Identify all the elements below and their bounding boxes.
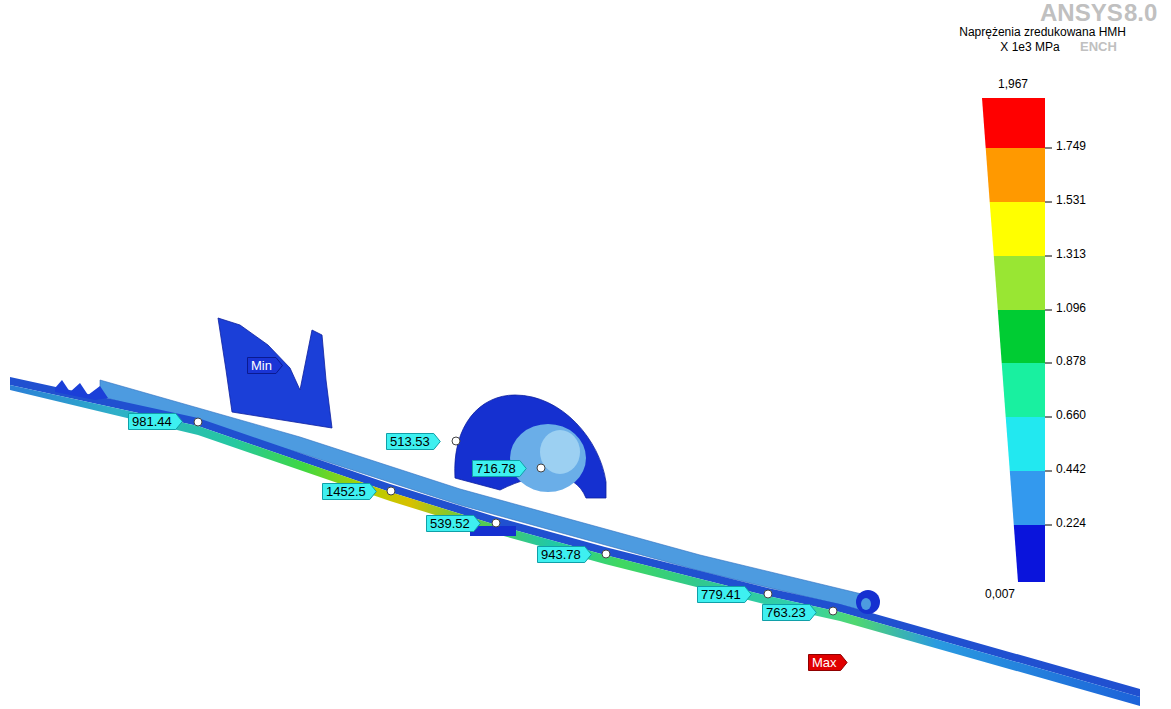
tick [1045, 363, 1052, 364]
probe-callout: 943.78 [537, 546, 592, 563]
scale-value: 0.224 [1056, 517, 1086, 529]
tick [1045, 525, 1052, 526]
callout-outline [763, 604, 817, 620]
probe-callout: 1452.5 [322, 483, 377, 500]
callout-value: 513.53 [390, 434, 430, 449]
unit-label: X 1e3 MPa [1000, 41, 1059, 53]
scale-value: 1.313 [1056, 248, 1086, 260]
hump-face [510, 424, 586, 492]
scale-value: 1.531 [1056, 194, 1086, 206]
watermark: ANSYS [1040, 1, 1123, 25]
hump-part [455, 395, 606, 498]
probe-marker [829, 607, 837, 615]
callout-value: 943.78 [541, 547, 581, 562]
callout-value: 1452.5 [326, 484, 366, 499]
scale-value: 0.878 [1056, 355, 1086, 367]
callout-outline [248, 357, 283, 373]
colour-band [1014, 525, 1045, 582]
hump-face [540, 430, 580, 474]
probe-marker [602, 550, 610, 558]
scale-value: 1.096 [1056, 302, 1086, 314]
tick [1045, 202, 1052, 203]
probe-marker [194, 418, 202, 426]
scale-value: 1,967 [998, 78, 1028, 90]
body-plate [100, 380, 870, 612]
legend-title: Naprężenia zredukowana HMH [959, 25, 1126, 39]
probe-marker [764, 590, 772, 598]
probe-callout: Max [808, 654, 848, 671]
colour-band [1010, 471, 1045, 525]
probe-marker [452, 437, 460, 445]
callout-value: 539.52 [430, 516, 470, 531]
probe-callout: 539.52 [426, 515, 481, 532]
colour-band [1006, 417, 1045, 471]
bar-teeth [55, 380, 108, 400]
scale-value: 0.660 [1056, 409, 1086, 421]
callout-outline [323, 483, 377, 499]
probe-callout: 981.44 [128, 413, 183, 430]
tick [1045, 417, 1052, 418]
callout-outline [427, 515, 481, 531]
tick [1045, 471, 1052, 472]
tick [1045, 148, 1052, 149]
watermark: ENCH [1080, 40, 1117, 53]
probe-marker [492, 519, 500, 527]
ring-part [856, 590, 880, 614]
hook-part [218, 318, 332, 428]
callout-value: 779.41 [701, 587, 741, 602]
tick [1045, 310, 1052, 311]
colour-bar [982, 98, 1045, 582]
probe-callout: 716.78 [472, 460, 527, 477]
colour-band [1002, 363, 1045, 417]
scale-value: 0.442 [1056, 463, 1086, 475]
callout-value: Max [812, 655, 837, 670]
colour-ticks [1045, 148, 1052, 525]
watermark: 8.0 [1124, 1, 1157, 25]
probe-markers [194, 418, 837, 615]
probe-callout: 779.41 [697, 586, 752, 603]
ring-part [861, 598, 871, 610]
tick [1045, 256, 1052, 257]
callout-outline [698, 586, 752, 602]
callout-outline [473, 460, 527, 476]
probe-marker [387, 487, 395, 495]
probe-callout: 763.23 [762, 604, 817, 621]
callout-outline [809, 654, 848, 670]
colour-band [994, 256, 1045, 310]
callout-value: 716.78 [476, 461, 516, 476]
callout-value: 763.23 [766, 605, 806, 620]
colour-band [998, 310, 1045, 363]
colour-band [982, 98, 1045, 148]
scale-value: 0,007 [985, 588, 1015, 600]
callout-value: Min [251, 358, 272, 373]
callout-outline [129, 413, 183, 429]
bar-front-face [10, 385, 1140, 706]
colour-band [990, 202, 1045, 256]
callout-outline [538, 546, 592, 562]
scale-value: 1.749 [1056, 140, 1086, 152]
probe-callout: Min [247, 357, 283, 374]
probe-marker [537, 464, 545, 472]
callout-value: 981.44 [132, 414, 172, 429]
callout-outline [387, 433, 441, 449]
probe-callout: 513.53 [386, 433, 441, 450]
colour-band [986, 148, 1045, 202]
